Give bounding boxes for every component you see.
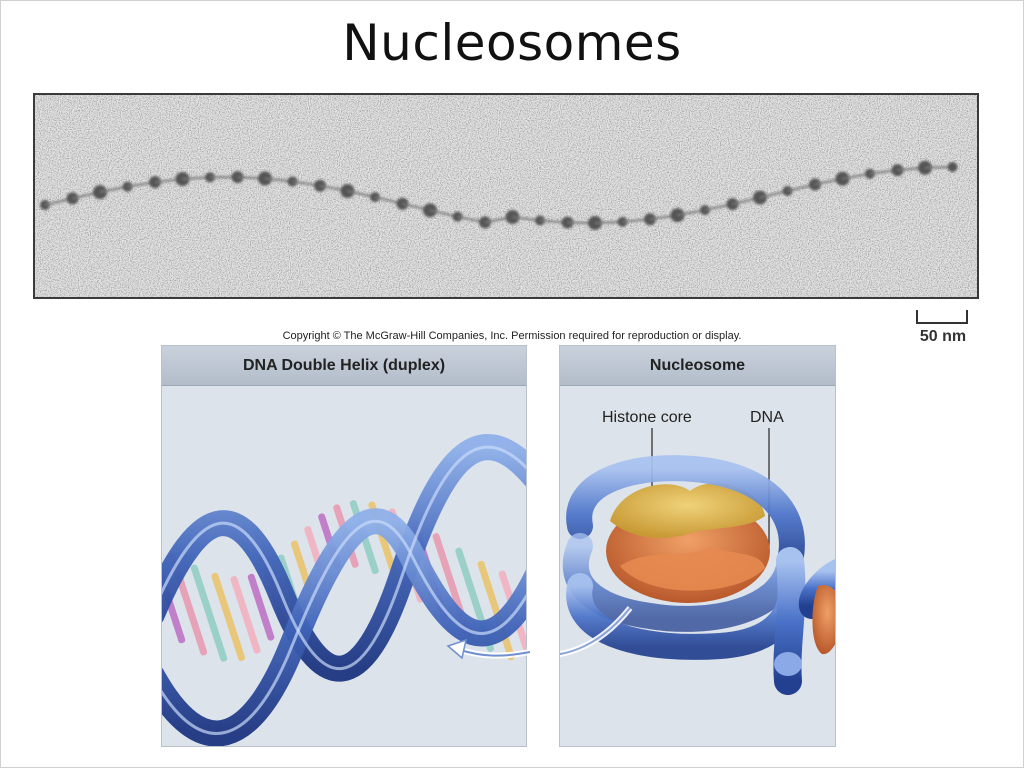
nucleosome-bead xyxy=(726,198,739,211)
base-pair xyxy=(190,564,228,662)
micrograph-image xyxy=(35,95,977,297)
base-pair xyxy=(211,572,246,662)
copyright-notice: Copyright © The McGraw-Hill Companies, I… xyxy=(282,330,742,342)
slide-title: Nucleosomes xyxy=(342,14,682,72)
electron-micrograph xyxy=(33,93,979,299)
dna-label: DNA xyxy=(750,409,784,426)
nucleosome-bead xyxy=(947,162,958,173)
scale-bar: 50 nm xyxy=(912,306,972,354)
base-pair xyxy=(247,573,275,641)
nucleosome-bead xyxy=(66,192,79,205)
nucleosome-bead xyxy=(314,179,326,192)
nucleosome-illustration xyxy=(560,428,835,695)
scale-bar-label: 50 nm xyxy=(919,328,967,345)
histone-core xyxy=(606,483,770,603)
base-pair xyxy=(230,576,261,654)
nucleosome-bead xyxy=(258,171,272,186)
nucleosome-panel: Nucleosome xyxy=(559,345,836,747)
histone-core-label: Histone core xyxy=(602,409,692,426)
dna-double-helix-illustration xyxy=(162,434,526,746)
nucleosome-panel-title: Nucleosome xyxy=(560,346,835,386)
scale-bar-line xyxy=(916,310,968,324)
nucleosome-bead xyxy=(617,216,628,227)
dna-wrap xyxy=(562,455,835,695)
dna-helix-panel: DNA Double Helix (duplex) xyxy=(161,345,527,747)
base-pair xyxy=(290,540,312,589)
nucleosome-bead xyxy=(809,178,821,191)
dna-helix-panel-title: DNA Double Helix (duplex) xyxy=(162,346,526,386)
zoom-arrow-head xyxy=(446,638,530,660)
nucleosome-bead xyxy=(231,171,244,184)
